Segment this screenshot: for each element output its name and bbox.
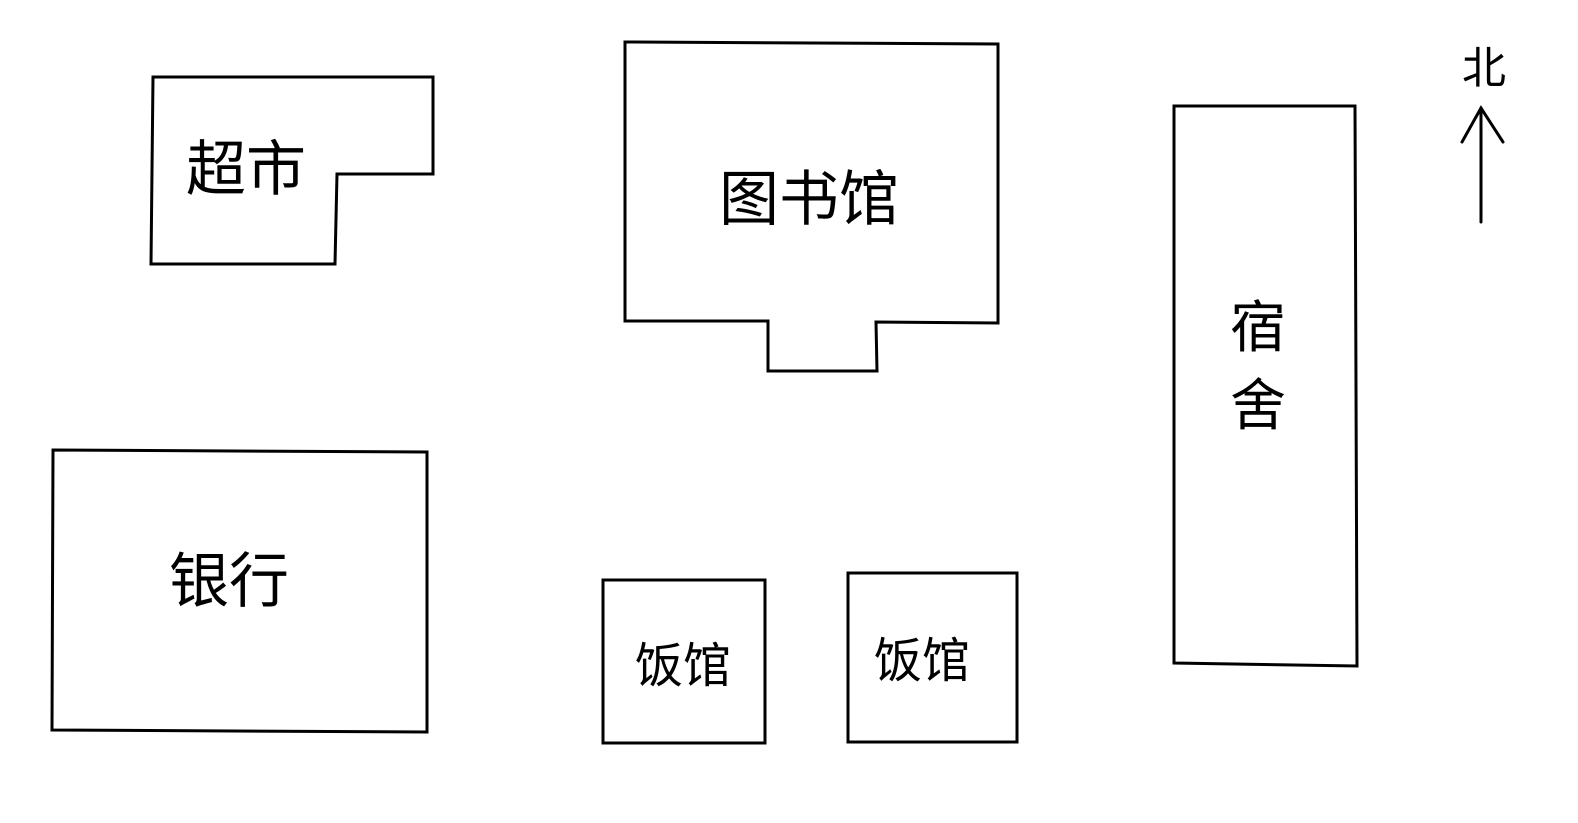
dormitory-label-line1: 宿 (1230, 296, 1286, 361)
restaurant-building-2[interactable]: 饭馆 (846, 571, 1019, 744)
restaurant-2-outline (846, 571, 1019, 744)
dormitory-label-line2: 舍 (1230, 374, 1286, 439)
restaurant-1-label: 饭馆 (635, 638, 731, 694)
bank-outline (50, 448, 429, 734)
dormitory-building[interactable]: 宿 舍 (1172, 104, 1359, 668)
north-arrow-icon (1460, 105, 1505, 224)
restaurant-building-1[interactable]: 饭馆 (601, 578, 767, 745)
supermarket-label: 超市 (186, 135, 306, 205)
library-outline (623, 40, 1000, 373)
north-label: 北 (1462, 43, 1506, 94)
restaurant-1-outline (601, 578, 767, 745)
library-building[interactable]: 图书馆 (623, 40, 1000, 373)
bank-building[interactable]: 银行 (50, 448, 429, 734)
dormitory-outline (1172, 104, 1359, 668)
supermarket-building[interactable]: 超市 (149, 75, 435, 266)
supermarket-outline (149, 75, 435, 266)
library-label: 图书馆 (719, 165, 899, 235)
restaurant-2-label: 饭馆 (874, 633, 970, 689)
bank-label: 银行 (169, 547, 289, 617)
compass: 北 (1460, 43, 1506, 224)
